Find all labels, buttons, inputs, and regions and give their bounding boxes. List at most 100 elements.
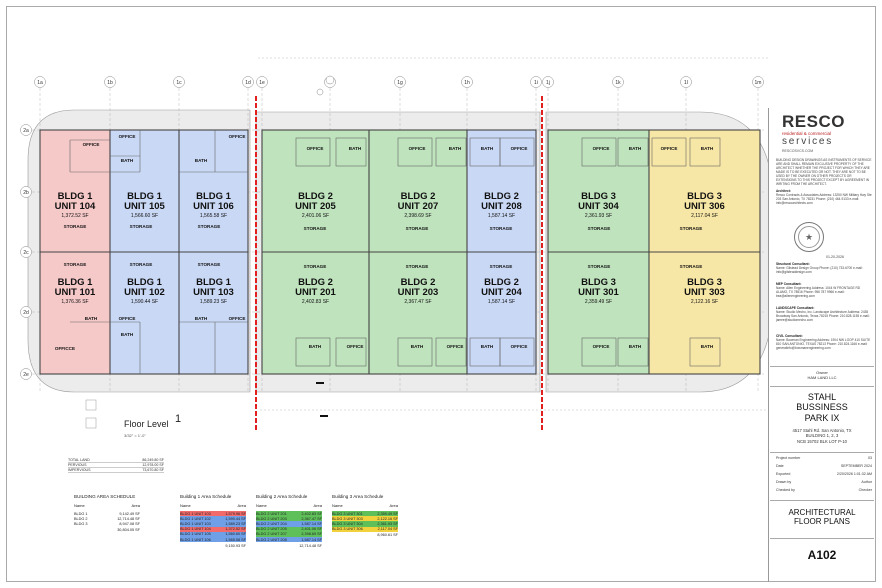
project-info-value: 03 — [868, 456, 872, 460]
project-title-line-1: STAHL — [807, 392, 837, 402]
room-label-bath: BATH — [480, 344, 494, 349]
divider — [770, 452, 874, 453]
room-label-bath: BATH — [84, 316, 98, 321]
room-label-storage: STORAGE — [197, 224, 221, 229]
title-block — [768, 108, 876, 582]
schedule-name: BLDG 2 UNIT 208 — [256, 537, 287, 542]
grid-bubble-1j — [542, 76, 554, 88]
unit-fill-b2-201 — [262, 252, 369, 374]
bldg1-bubble — [316, 75, 335, 96]
schedule-area: 2,359.49 SF — [377, 511, 398, 516]
civil-details: Name: Bowman Engineering Address: 1904 N… — [776, 338, 871, 350]
schedule-name: BLDG 1 UNIT 103 — [180, 521, 211, 526]
schedule-title: Building 2 Area Schedule — [256, 494, 308, 499]
unit-fill-b1-105 — [110, 130, 179, 252]
schedule-row: BLDG 3 UNIT 301 2,359.49 SF — [332, 511, 398, 517]
schedule-total: 8,960.61 SF — [377, 533, 398, 538]
civil-heading: CIVIL Consultant: — [776, 334, 803, 338]
grid-bubble-2a — [20, 124, 32, 136]
schedule-area: 12,714.48 SF — [117, 516, 140, 521]
address-line-1: 4517 Stahl Rd. San Antonio, TX — [792, 428, 852, 433]
grid-bubble-1m — [752, 76, 764, 88]
schedule-area: 2,401.06 SF — [301, 527, 322, 532]
room-label-office: OFFICE — [118, 134, 136, 139]
schedule-name: BLDG 3 UNIT 306 — [332, 527, 363, 532]
address-line-2: BUILDING 1, 2, 3 — [805, 433, 839, 439]
schedule-name: BLDG 3 UNIT 301 — [332, 511, 363, 516]
schedule-area: 1,372.52 SF — [225, 527, 246, 532]
schedule-total-row: 9,150.93 SF — [180, 543, 246, 548]
schedule-name: BLDG 1 UNIT 106 — [180, 537, 211, 542]
unit-fill-b3-303 — [649, 252, 760, 374]
schedule-area: 1,589.23 SF — [225, 521, 246, 526]
room-label-storage: STORAGE — [63, 262, 87, 267]
grid-bubble-1e — [256, 76, 268, 88]
sheet-name-line-2: FLOOR PLANS — [793, 517, 850, 527]
grid-label-1c: 1c — [176, 80, 182, 86]
unit-fill-b3-301 — [548, 252, 649, 374]
logo-sub: residential & commercial — [782, 131, 832, 136]
schedule-area: 9,142.49 SF — [119, 511, 140, 516]
unit-fills — [40, 130, 760, 374]
room-label-bath: BATH — [628, 344, 642, 349]
project-title: STAHL BUSSINESS PARK IX — [770, 392, 874, 423]
unit-fill-b2-207 — [369, 130, 467, 252]
unit-fill-b3-304 — [548, 130, 649, 252]
grid-bubble-2e — [20, 368, 32, 380]
schedule-row: BLDG 1 UNIT 104 1,372.52 SF — [180, 526, 246, 532]
grid-bubble-1b — [104, 76, 116, 88]
schedule-area: 2,117.04 SF — [377, 527, 398, 532]
room-label-storage: STORAGE — [63, 224, 87, 229]
schedule-area: 1,590.44 SF — [225, 516, 246, 521]
floor-level-scale: 3/32" = 1'-0" — [124, 433, 146, 438]
grid-bubble-1h — [461, 76, 473, 88]
room-label-bath: BATH — [194, 158, 208, 163]
schedule-area: 2,361.93 SF — [377, 521, 398, 526]
schedule-total-row: 30,804.05 SF — [74, 528, 140, 533]
room-label-storage: STORAGE — [303, 264, 327, 269]
sheet-number: A102 — [807, 548, 837, 562]
grid-label-2a: 2a — [23, 128, 29, 134]
room-label-bath: BATH — [410, 344, 424, 349]
grid-label-1j: 1j — [546, 80, 550, 86]
schedule-total: 9,150.93 SF — [225, 543, 246, 548]
site-total-label: PERVIOUS — [68, 463, 87, 467]
room-label-storage: STORAGE — [303, 226, 327, 231]
project-info-key: Checked by — [776, 488, 795, 492]
grid-bubble-1i — [530, 76, 542, 88]
schedule-name: BLDG 1 UNIT 104 — [180, 527, 211, 532]
grid-label-1l: 1l — [684, 80, 688, 86]
schedule-header-area: Area — [389, 503, 398, 508]
civil-consultant: CIVIL Consultant: Name: Bowman Engineeri… — [776, 334, 872, 350]
unit-fill-b1-104 — [40, 130, 110, 252]
schedule-header-name: Name — [256, 503, 267, 508]
grid-label-1d: 1d — [245, 80, 251, 86]
schedule-area: 2,122.16 SF — [377, 516, 398, 521]
schedule-area: 8,947.08 SF — [119, 521, 140, 526]
project-address: 4517 Stahl Rd. San Antonio, TX BUILDING … — [770, 428, 874, 444]
divider — [770, 366, 874, 367]
unit-fill-b1-101 — [40, 252, 110, 374]
floor-level-caption: Floor Level 1 3/32" = 1'-0" — [124, 413, 181, 438]
architect-seal: ★ — [794, 222, 824, 252]
marker — [316, 382, 324, 384]
room-label-storage: STORAGE — [405, 264, 429, 269]
room-label-office: OFFICE — [446, 344, 464, 349]
grid-bubble-1c — [173, 76, 185, 88]
project-info-value: SEPTEMBER 2024 — [840, 464, 872, 468]
schedule-name: BLDG 2 UNIT 201 — [256, 511, 287, 516]
floor-level-number: 1 — [175, 413, 182, 425]
structural-details: Name: Gilstead Design Group Phone: (210)… — [776, 266, 863, 274]
room-label-office: OFFICE — [118, 316, 136, 321]
room-label-office: OFFICE — [228, 134, 246, 139]
schedule-name: BLDG 3 UNIT 303 — [332, 516, 363, 521]
grid-label-1m: 1m — [755, 80, 762, 86]
schedule-title: Building 1 Area Schedule — [180, 494, 232, 499]
unit-fill-b2-205 — [262, 130, 369, 252]
